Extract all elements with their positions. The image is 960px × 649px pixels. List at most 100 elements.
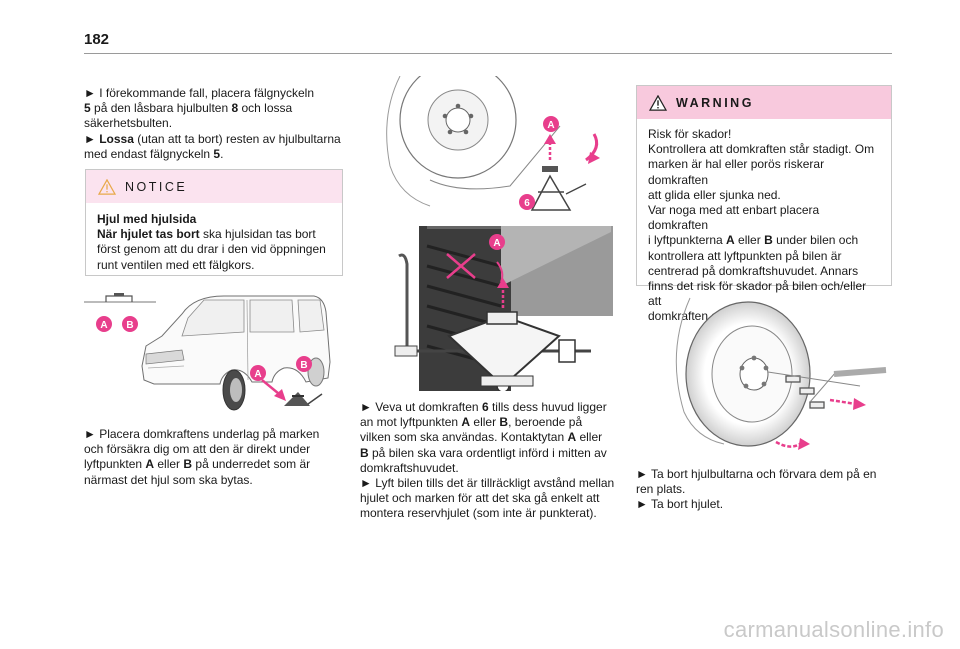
label-b: B (122, 316, 138, 332)
notice-body: Hjul med hjulsida När hjulet tas bort sk… (86, 203, 342, 282)
text-line: finns det risk för skador på bilen och/e… (648, 279, 867, 309)
svg-text:A: A (254, 369, 261, 380)
text: ► Lyft bilen tills det är tillräckligt a… (360, 476, 615, 491)
text-line: ► Lossa (utan att ta bort) resten av hju… (84, 132, 346, 147)
text: eller (576, 430, 603, 445)
warning-title: WARNING (676, 95, 754, 110)
label-a: A (543, 116, 559, 132)
text-line: Kontrollera att domkraften står stadigt.… (648, 142, 875, 157)
text: lyftpunkten (84, 457, 146, 472)
text-line: Risk för skador! (648, 127, 732, 141)
svg-text:A: A (100, 320, 107, 331)
svg-text:A: A (493, 238, 500, 249)
warning-triangle-icon (649, 94, 667, 111)
text: i lyftpunkterna (648, 233, 727, 248)
text: säkerhetsbulten. (84, 116, 173, 131)
text: ► (84, 131, 100, 146)
text-line: i lyftpunkterna A eller B under bilen oc… (648, 233, 880, 248)
text: ► I förekommande fall, placera fälgnycke… (84, 86, 314, 100)
ref-number: 6 (481, 400, 489, 414)
instruction-loosen-bolts: ► I förekommande fall, placera fälgnycke… (84, 86, 346, 162)
text-line: ► I förekommande fall, placera fälgnycke… (84, 86, 346, 101)
emphasis: Lossa (99, 131, 134, 146)
text-line: Hjul med hjulsida (97, 212, 331, 227)
label-6: 6 (519, 194, 535, 210)
text: montera reservhjulet (som inte är punkte… (360, 506, 597, 521)
text-line: ► Ta bort hjulet. (636, 497, 724, 512)
label-a: A (96, 316, 112, 332)
ref-letter: A (461, 415, 471, 430)
warning-box: WARNING Risk för skador! Kontrollera att… (636, 85, 892, 323)
notice-heading: Hjul med hjulsida (97, 212, 197, 226)
text: (utan att ta bort) resten av hjulbultarn… (133, 131, 341, 146)
ref-letter: B (183, 457, 193, 472)
text: ► Veva ut domkraften (360, 400, 482, 414)
text-line: ► Veva ut domkraften 6 tills dess huvud … (360, 400, 622, 415)
label-a-car: A (250, 365, 266, 381)
instruction-place-jack: ► Placera domkraftens underlag på marken… (84, 427, 346, 488)
ref-letter: A (567, 430, 577, 445)
text-line: ► Ta bort hjulbultarna och förvara dem p… (636, 467, 877, 481)
text: på bilen ska vara ordentligt införd i mi… (368, 445, 607, 460)
text-line: först genom att du drar i den vid öppnin… (97, 242, 331, 257)
text: an mot lyftpunkten (360, 415, 462, 430)
ref-letter: B (360, 445, 369, 460)
text: på underredet som är (192, 457, 311, 472)
notice-header: NOTICE (86, 170, 342, 203)
notice-title: NOTICE (125, 179, 188, 194)
text: . (220, 146, 224, 161)
figure-car-lifting-points: A B A B (84, 293, 331, 411)
text-line: att glida eller sjunka ned. (648, 187, 781, 202)
text: eller (734, 233, 765, 248)
warning-triangle-icon (98, 178, 116, 195)
text-line: vilken som ska användas. Kontaktytan A e… (360, 430, 622, 445)
text-line: B på bilen ska vara ordentligt införd i … (360, 446, 622, 461)
text: närmast det hjul som ska bytas. (84, 472, 253, 487)
text-line: med endast fälgnyckeln 5. (84, 147, 346, 162)
ref-number: 5 (213, 146, 221, 161)
figure-remove-bolts (675, 297, 887, 450)
text: ► Placera domkraftens underlag på marken (84, 427, 320, 441)
text-line: När hjulet tas bort ska hjulsidan tas bo… (97, 227, 331, 242)
svg-text:B: B (300, 360, 307, 371)
text-line: och försäkra dig om att den är direkt un… (84, 442, 346, 457)
text: med endast fälgnyckeln (84, 146, 214, 161)
text-line: närmast det hjul som ska bytas. (84, 473, 346, 488)
ref-number: 5 (84, 101, 91, 116)
ref-letter: B (764, 233, 773, 248)
text: eller (154, 457, 184, 472)
figure-jack-under-wheel: A 6 (386, 76, 600, 211)
ref-letter: B (499, 415, 509, 430)
text-line: 5 på den låsbara hjulbulten 8 och lossa (84, 101, 346, 116)
text: på den låsbara hjulbulten (90, 101, 232, 116)
notice-box: NOTICE Hjul med hjulsida När hjulet tas … (85, 169, 343, 276)
text-line: ► Lyft bilen tills det är tillräckligt a… (360, 476, 622, 491)
ref-number: 8 (231, 101, 239, 116)
text: ska hjulsidan tas bort (199, 227, 316, 242)
text: tills dess huvud ligger (488, 400, 607, 414)
text: och lossa (238, 101, 293, 116)
text-line: montera reservhjulet (som inte är punkte… (360, 506, 622, 521)
text-line: runt ventilen med ett fälgkors. (97, 258, 331, 273)
text-line: säkerhetsbulten. (84, 116, 346, 131)
text-line: marken är hal eller porös riskerar domkr… (648, 157, 825, 187)
ref-letter: A (145, 457, 155, 472)
text: hjulet och marken för att det ska gå enk… (360, 491, 600, 506)
label-a: A (489, 234, 505, 250)
svg-text:6: 6 (524, 198, 530, 209)
warning-body: Risk för skador! Kontrollera att domkraf… (637, 119, 891, 334)
text: och försäkra dig om att den är direkt un… (84, 442, 311, 457)
text-line: ren plats. (636, 482, 686, 497)
emphasis: När hjulet tas bort (97, 227, 200, 242)
text: domkraftshuvudet. (360, 460, 459, 475)
svg-text:A: A (547, 120, 554, 131)
text: vilken som ska användas. Kontaktytan (360, 430, 568, 445)
instruction-raise-jack: ► Veva ut domkraften 6 tills dess huvud … (360, 400, 622, 522)
ref-letter: A (726, 233, 735, 248)
text-line: lyftpunkten A eller B på underredet som … (84, 457, 346, 472)
warning-header: WARNING (637, 86, 891, 119)
text-line: an mot lyftpunkten A eller B, beroende p… (360, 415, 622, 430)
label-b-car: B (296, 356, 312, 372)
text: , beroende på (508, 415, 583, 430)
text-line: domkraftshuvudet. (360, 461, 622, 476)
